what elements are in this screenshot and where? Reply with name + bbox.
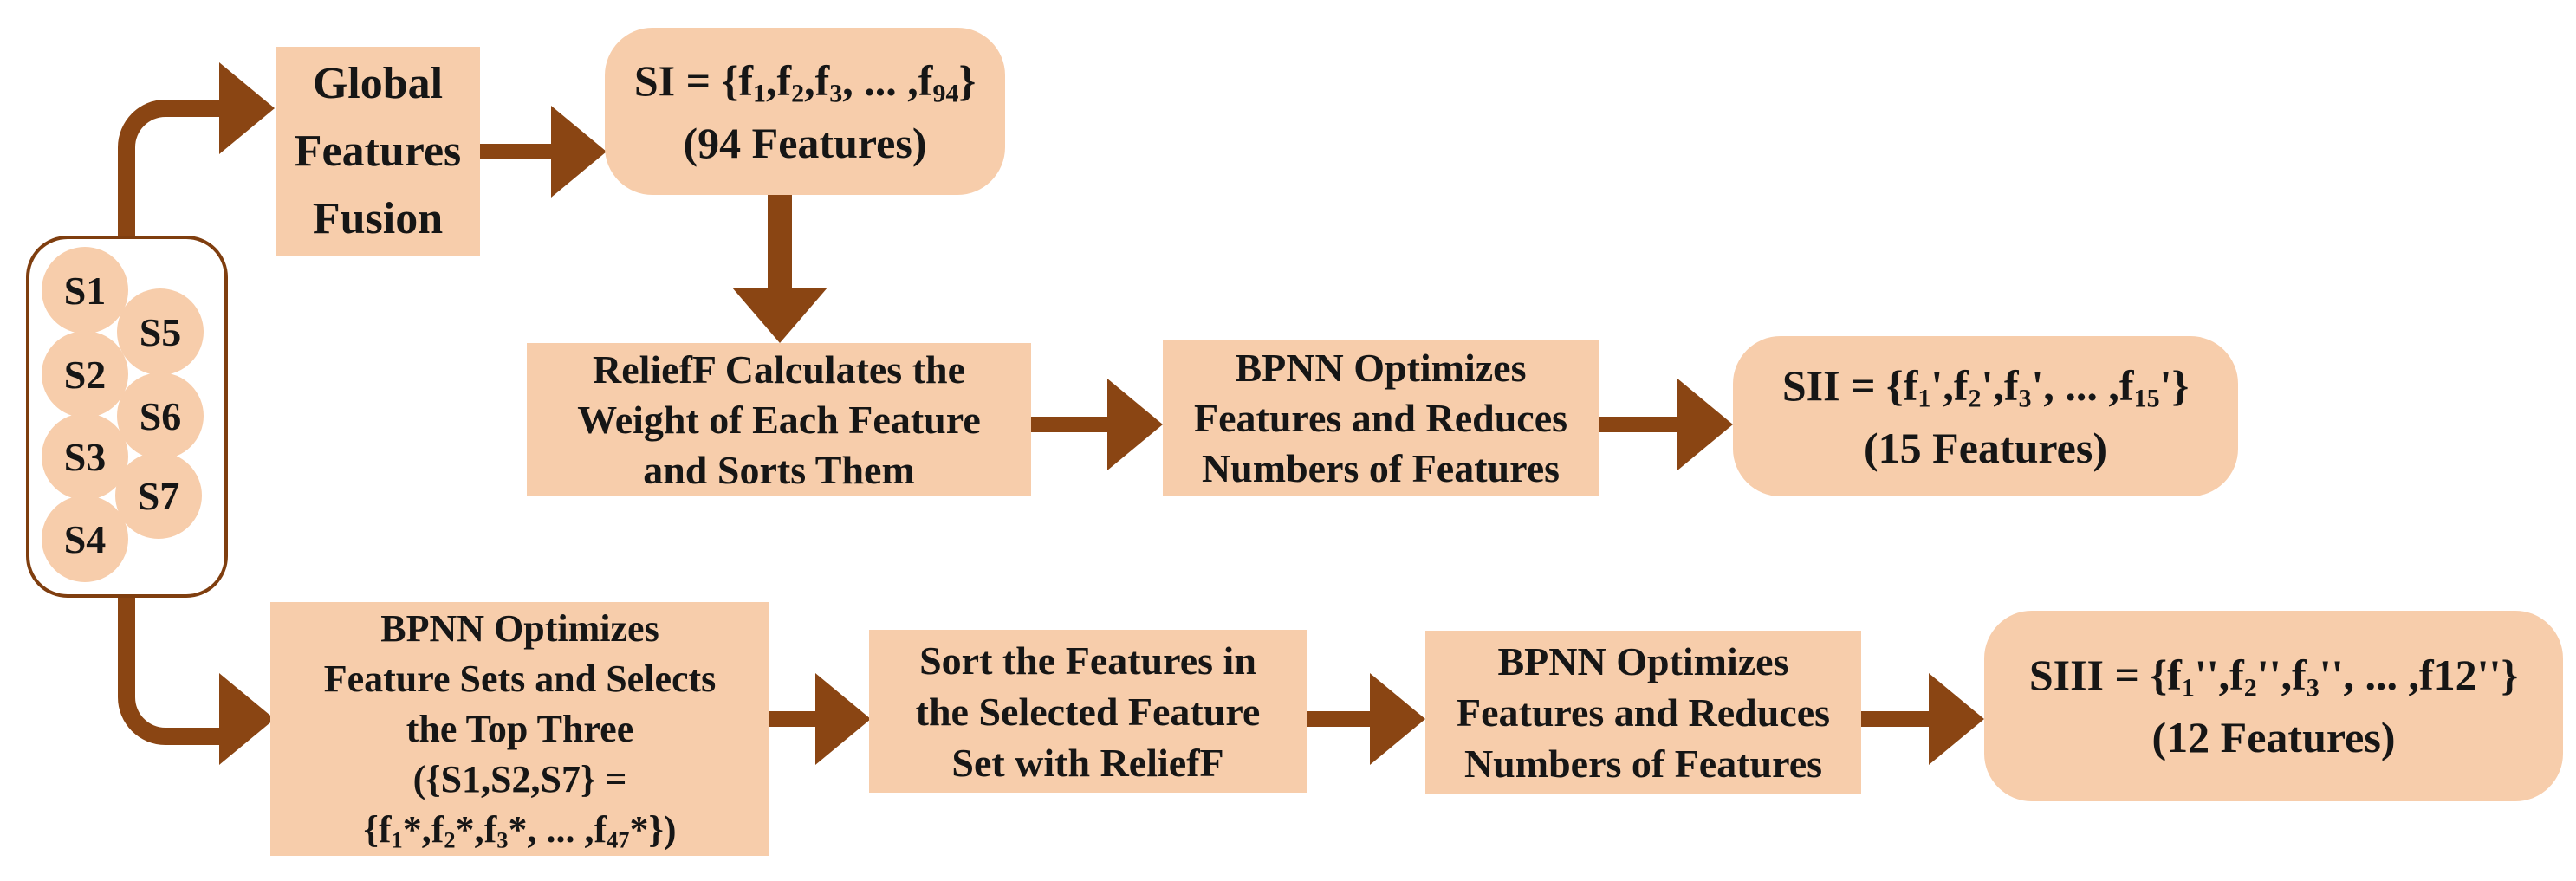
arrowhead-right-icon (1929, 673, 1984, 765)
connector-sources-to-fusion (118, 100, 237, 269)
box-line: BPNN Optimizes (1497, 638, 1789, 683)
box-line: Feature Sets and Selects (323, 657, 717, 700)
sii-formula: SII = {f1',f2',f3', ... ,f15'} (1781, 360, 2190, 412)
box-line: Features (294, 126, 462, 176)
arrowhead-right-icon (1370, 673, 1425, 765)
arrow-fusion-to-si-shaft (480, 144, 553, 159)
box-line: Weight of Each Feature (577, 397, 981, 442)
box-line: Features and Reduces (1456, 690, 1831, 735)
box-sort-with-relieff: Sort the Features in the Selected Featur… (869, 630, 1307, 793)
source-node-s7: S7 (115, 452, 202, 539)
box-siii-feature-set: SIII = {f1'',f2'',f3'', ... ,f12''} (12 … (1984, 611, 2563, 801)
source-node-s3: S3 (42, 413, 128, 500)
box-sii-feature-set: SII = {f1',f2',f3', ... ,f15'} (15 Featu… (1733, 336, 2238, 496)
arrowhead-right-icon (1677, 379, 1733, 470)
arrow-bpnn-to-siii-shaft (1861, 711, 1932, 727)
siii-caption: (12 Features) (2151, 713, 2396, 761)
box-global-features-fusion: Global Features Fusion (276, 47, 480, 256)
box-bpnn-reduce-bottom: BPNN Optimizes Features and Reduces Numb… (1425, 631, 1861, 794)
arrowhead-right-icon (1107, 379, 1163, 470)
source-node-s1: S1 (42, 247, 128, 334)
source-node-s5: S5 (117, 288, 204, 375)
box-line: Set with ReliefF (951, 740, 1224, 785)
arrowhead-down-icon (732, 288, 827, 343)
arrow-bpnn-to-sii-shaft (1597, 417, 1680, 432)
box-line: BPNN Optimizes (1235, 345, 1527, 390)
siii-formula: SIII = {f1'',f2'',f3'', ... ,f12''} (2028, 651, 2519, 703)
box-line: Sort the Features in (919, 638, 1256, 683)
arrowhead-right-icon (551, 106, 607, 198)
source-node-s2: S2 (42, 331, 128, 418)
box-line: Fusion (312, 194, 444, 243)
arrowhead-right-icon (815, 673, 871, 765)
source-node-s4: S4 (42, 496, 128, 582)
box-line: and Sorts Them (643, 447, 915, 492)
sources-group-box: S1 S5 S2 S6 S3 S7 S4 (26, 236, 228, 598)
box-line: ReliefF Calculates the (592, 347, 966, 392)
box-relieff-weighting: ReliefF Calculates the Weight of Each Fe… (527, 343, 1031, 496)
box-line: BPNN Optimizes (380, 606, 659, 650)
arrow-sort-to-bpnn-shaft (1307, 711, 1371, 727)
arrow-si-to-relieff-shaft (768, 193, 792, 290)
box-line: ({S1,S2,S7} = (412, 757, 627, 800)
si-caption: (94 Features) (683, 118, 927, 167)
box-line: the Selected Feature (915, 689, 1261, 734)
connector-sources-to-bpnn-select (118, 580, 237, 745)
si-formula: SI = {f1,f2,f3, ... ,f94} (633, 55, 977, 107)
box-line: the Top Three (406, 707, 634, 750)
box-line: Numbers of Features (1201, 445, 1561, 490)
source-node-s6: S6 (117, 372, 204, 459)
box-si-feature-set: SI = {f1,f2,f3, ... ,f94} (94 Features) (605, 28, 1005, 195)
box-bpnn-select-top-three: BPNN Optimizes Feature Sets and Selects … (270, 602, 769, 856)
select-formula: {f1*,f2*,f3*, ... ,f47*}) (363, 807, 677, 853)
sii-caption: (15 Features) (1864, 423, 2107, 472)
box-bpnn-reduce-top: BPNN Optimizes Features and Reduces Numb… (1163, 340, 1599, 496)
box-line: Features and Reduces (1193, 395, 1568, 440)
box-line: Numbers of Features (1463, 741, 1823, 786)
box-line: Global (312, 59, 444, 108)
arrow-select-to-sort-shaft (769, 711, 820, 727)
arrow-relieff-to-bpnn-shaft (1029, 417, 1109, 432)
